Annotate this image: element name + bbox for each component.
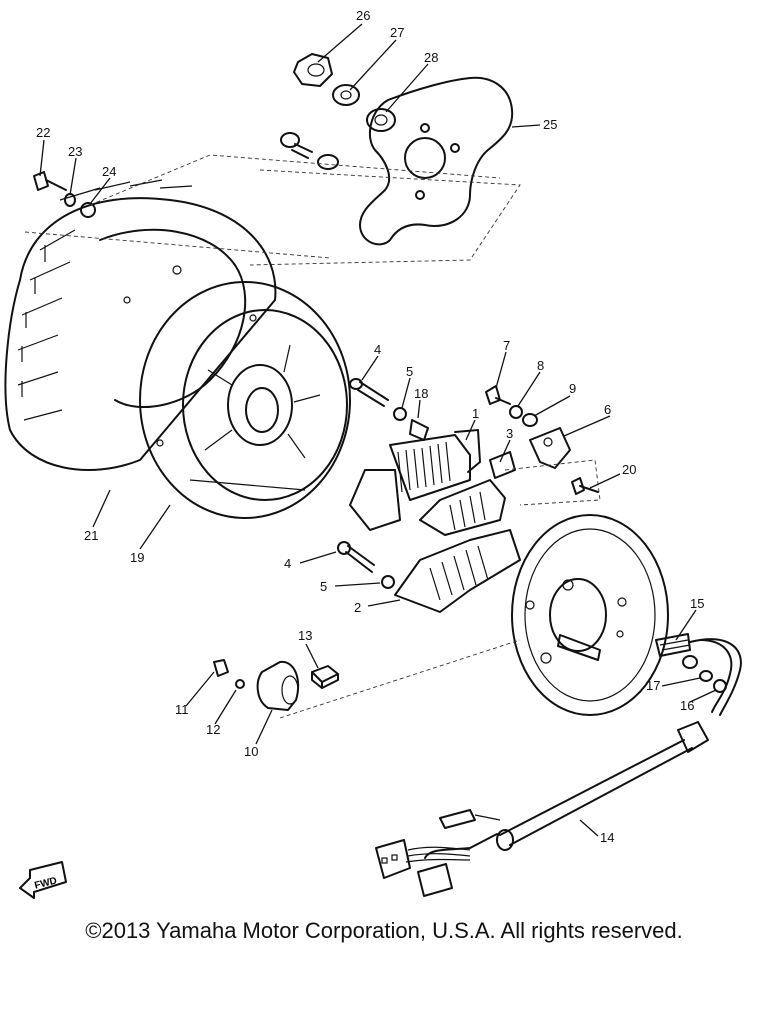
plate-hole-right xyxy=(450,143,460,153)
part-label: 17 xyxy=(646,678,660,693)
washer-icon xyxy=(332,84,360,106)
rotor-hub xyxy=(139,281,351,519)
part-label: 16 xyxy=(680,698,694,713)
part-label: 11 xyxy=(175,702,189,717)
screw-washer-set xyxy=(24,154,501,259)
part-label: 20 xyxy=(622,462,636,477)
part-label: 27 xyxy=(390,25,404,40)
part-label: 22 xyxy=(36,125,50,140)
screw-icon xyxy=(337,541,395,589)
part-label: 3 xyxy=(506,426,513,441)
part-label: 2 xyxy=(354,600,361,615)
plate-hole-top xyxy=(420,123,430,133)
condenser-assembly xyxy=(213,639,521,719)
part-label: 18 xyxy=(414,386,428,401)
nut-icon xyxy=(293,53,333,87)
wire-harness xyxy=(375,721,709,897)
part-label: 6 xyxy=(604,402,611,417)
plate-hole-bottom xyxy=(415,190,425,200)
part-label: 4 xyxy=(284,556,291,571)
part-label: 10 xyxy=(244,744,258,759)
forward-arrow-icon: FWD xyxy=(19,861,67,899)
plate-center-hole xyxy=(404,137,446,179)
plate-body xyxy=(359,76,514,246)
stator-plate xyxy=(511,514,669,716)
part-label: 13 xyxy=(298,628,312,643)
part-label: 4 xyxy=(374,342,381,357)
grommet-assembly xyxy=(655,633,742,716)
part-label: 12 xyxy=(206,722,220,737)
leader-lines xyxy=(39,23,717,837)
part-label: 19 xyxy=(130,550,144,565)
part-label: 15 xyxy=(690,596,704,611)
part-label: 8 xyxy=(537,358,544,373)
part-label: 5 xyxy=(406,364,413,379)
part-label: 23 xyxy=(68,144,82,159)
washer-icon xyxy=(366,108,396,132)
part-label: 7 xyxy=(503,338,510,353)
copyright-notice: ©2013 Yamaha Motor Corporation, U.S.A. A… xyxy=(85,918,683,943)
plate-assembly xyxy=(249,53,521,266)
fwd-label: FWD xyxy=(33,876,58,892)
part-label: 14 xyxy=(600,830,614,845)
contact-breaker-parts xyxy=(485,385,601,506)
part-label: 28 xyxy=(424,50,438,65)
part-label: 26 xyxy=(356,8,370,23)
screw-icon xyxy=(280,132,339,170)
part-label: 24 xyxy=(102,164,116,179)
part-label: 9 xyxy=(569,381,576,396)
flywheel-rotor xyxy=(4,179,277,471)
part-label: 1 xyxy=(472,406,479,421)
part-labels: 26 27 28 25 22 23 24 4 5 18 7 8 9 6 1 3 … xyxy=(36,8,704,845)
coil-assembly xyxy=(349,429,521,613)
part-label: 5 xyxy=(320,579,327,594)
part-label: 25 xyxy=(543,117,557,132)
part-label: 21 xyxy=(84,528,98,543)
